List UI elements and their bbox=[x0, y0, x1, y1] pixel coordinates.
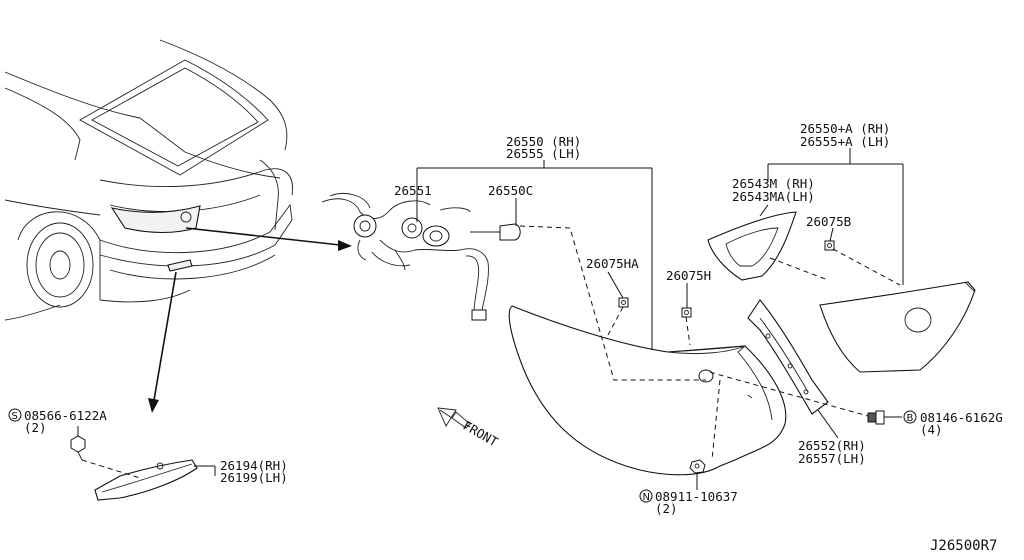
label-26199-lh: 26199(LH) bbox=[220, 470, 288, 485]
label-08146: 08146-6162G bbox=[920, 410, 1003, 425]
label-08146-qty: (4) bbox=[920, 422, 943, 437]
label-26555-lh: 26555 (LH) bbox=[506, 146, 581, 161]
callout-arrow-lamp bbox=[185, 227, 352, 251]
label-08566: 08566-6122A bbox=[24, 408, 107, 423]
label-26550-rh: 26550 (RH) bbox=[506, 134, 581, 149]
label-26552-rh: 26552(RH) bbox=[798, 438, 866, 453]
install-dashed-lines bbox=[81, 225, 901, 479]
bolt-symbol: B bbox=[907, 413, 914, 424]
label-08566-qty: (2) bbox=[24, 420, 47, 435]
diagram-code: J26500R7 bbox=[930, 538, 997, 554]
rear-combination-lamp bbox=[508, 305, 787, 476]
label-26550c: 26550C bbox=[488, 183, 533, 198]
nut-26075h bbox=[681, 307, 692, 318]
label-26557-lh: 26557(LH) bbox=[798, 451, 866, 466]
screw-symbol: S bbox=[12, 411, 18, 422]
label-26075b: 26075B bbox=[806, 214, 851, 229]
lamp-gasket bbox=[707, 211, 797, 281]
trunk-lid-lamp bbox=[819, 281, 976, 373]
screw-08566 bbox=[70, 435, 86, 461]
label-26551: 26551 bbox=[394, 183, 432, 198]
label-26194-rh: 26194(RH) bbox=[220, 458, 288, 473]
label-08911-qty: (2) bbox=[655, 501, 678, 516]
side-reflector bbox=[94, 459, 198, 501]
label-26550a-rh: 26550+A (RH) bbox=[800, 121, 890, 136]
label-26543m-rh: 26543M (RH) bbox=[732, 176, 815, 191]
nut-symbol: N bbox=[643, 492, 650, 503]
label-08911: 08911-10637 bbox=[655, 489, 738, 504]
label-26075ha: 26075HA bbox=[586, 256, 639, 271]
front-direction-arrow bbox=[437, 407, 471, 429]
label-26075h: 26075H bbox=[666, 268, 711, 283]
bolt-symbol-circle bbox=[903, 410, 917, 424]
bolt-08146 bbox=[867, 410, 885, 425]
lamp-finisher bbox=[747, 299, 829, 415]
callout-arrow-reflector bbox=[148, 271, 177, 413]
label-26555a-lh: 26555+A (LH) bbox=[800, 134, 890, 149]
nut-08911 bbox=[689, 459, 706, 474]
nut-symbol-circle bbox=[639, 489, 653, 503]
label-front: FRONT bbox=[461, 418, 501, 450]
label-26543ma-lh: 26543MA(LH) bbox=[732, 189, 815, 204]
vehicle-rear-outline bbox=[4, 39, 293, 321]
nut-26075b bbox=[824, 240, 835, 251]
screw-symbol-circle bbox=[8, 408, 22, 422]
leader-lines bbox=[77, 148, 904, 490]
nut-26075ha bbox=[618, 297, 629, 308]
harness-sockets-assembly bbox=[321, 193, 521, 321]
